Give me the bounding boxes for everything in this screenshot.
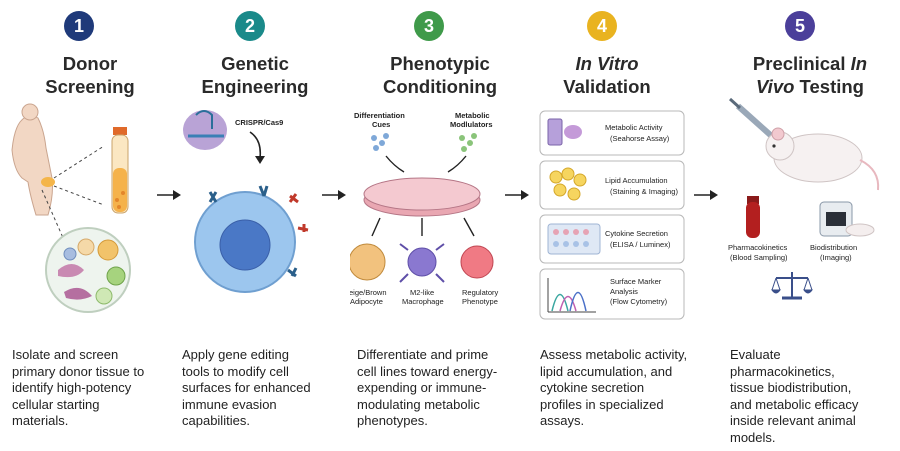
flow-arrow xyxy=(694,190,718,200)
svg-text:Beige/Brown: Beige/Brown xyxy=(350,288,387,297)
flow-arrow xyxy=(322,190,346,200)
svg-text:Surface Marker: Surface Marker xyxy=(610,277,662,286)
svg-text:(Staining & Imaging): (Staining & Imaging) xyxy=(610,187,678,196)
svg-text:Modlulators: Modlulators xyxy=(450,120,493,129)
imaging-device-icon xyxy=(819,201,875,237)
conditioning-illustration: Differentiation Cues Metabolic Modlulato… xyxy=(350,111,499,306)
gene-editing-illustration: CRISPR/Cas9 xyxy=(183,110,309,293)
differentiation-cues-icon xyxy=(371,133,389,151)
in-vivo-illustration: Pharmacokinetics (Blood Sampling) Biodis… xyxy=(728,97,880,300)
step-title: Preclinical In Vivo Testing xyxy=(752,53,868,97)
assay-panel-lipid-accumulation: Lipid Accumulation (Staining & Imaging) xyxy=(539,160,685,210)
crispr-cas9-icon xyxy=(183,110,227,150)
svg-text:(Flow Cytometry): (Flow Cytometry) xyxy=(610,297,668,306)
svg-text:Cues: Cues xyxy=(372,120,390,129)
donor-body-icon xyxy=(11,115,53,216)
svg-text:Adipocyte: Adipocyte xyxy=(350,297,383,306)
svg-text:(Seahorse Assay): (Seahorse Assay) xyxy=(610,134,670,143)
blood-tube-icon xyxy=(746,196,760,238)
tissue-region-icon xyxy=(41,177,55,187)
svg-text:Macrophage: Macrophage xyxy=(402,297,444,306)
stage-preclinical-in-vivo: 5 Preclinical In Vivo Testing Pharmacoki… xyxy=(720,0,900,451)
beige-adipocyte-icon xyxy=(350,243,386,281)
svg-text:(ELISA / Luminex): (ELISA / Luminex) xyxy=(610,240,671,249)
svg-text:Metabolic: Metabolic xyxy=(455,111,490,120)
step-number-badge: 5 xyxy=(785,11,815,41)
donor-head-icon xyxy=(21,103,39,121)
step-number-badge: 2 xyxy=(235,11,265,41)
svg-text:Analysis: Analysis xyxy=(610,287,638,296)
assay-panel-cytokine-secretion: Cytokine Secretion (ELISA / Luminex) xyxy=(539,214,685,264)
mouse-icon xyxy=(765,127,880,191)
svg-text:Phenotype: Phenotype xyxy=(462,297,498,306)
svg-text:Biodistribution: Biodistribution xyxy=(810,243,857,252)
m2-macrophage-icon xyxy=(407,247,437,277)
svg-text:(Blood Sampling): (Blood Sampling) xyxy=(730,253,788,262)
step-number-badge: 3 xyxy=(414,11,444,41)
engineered-cell-icon xyxy=(194,185,309,293)
flow-arrow xyxy=(157,190,181,200)
donor-screening-illustration xyxy=(11,103,131,313)
svg-text:Metabolic Activity: Metabolic Activity xyxy=(605,123,663,132)
svg-text:Regulatory: Regulatory xyxy=(462,288,499,297)
assay-panel-metabolic-activity: Metabolic Activity (Seahorse Assay) xyxy=(539,110,685,156)
assay-panel-surface-marker: Surface Marker Analysis (Flow Cytometry) xyxy=(539,268,685,320)
crispr-label: CRISPR/Cas9 xyxy=(235,118,283,127)
balance-scale-icon xyxy=(771,272,813,300)
assay-panels-illustration: Metabolic Activity (Seahorse Assay) Lipi… xyxy=(539,110,685,320)
regulatory-cell-icon xyxy=(460,245,494,279)
svg-text:(Imaging): (Imaging) xyxy=(820,253,852,262)
petri-dish-icon xyxy=(363,177,481,217)
sample-tube-icon xyxy=(111,127,129,214)
step-number-badge: 4 xyxy=(587,11,617,41)
step-description: Assess metabolic activity,lipid accumula… xyxy=(540,347,688,428)
flow-arrow xyxy=(505,190,529,200)
svg-text:Differentiation: Differentiation xyxy=(354,111,405,120)
metabolic-modulators-icon xyxy=(459,133,477,152)
svg-text:Lipid Accumulation: Lipid Accumulation xyxy=(605,176,668,185)
primary-cells-dish-icon xyxy=(45,227,131,313)
step-number-badge: 1 xyxy=(64,11,94,41)
svg-text:Cytokine Secretion: Cytokine Secretion xyxy=(605,229,668,238)
svg-text:M2-like: M2-like xyxy=(410,288,434,297)
svg-text:Pharmacokinetics: Pharmacokinetics xyxy=(728,243,787,252)
